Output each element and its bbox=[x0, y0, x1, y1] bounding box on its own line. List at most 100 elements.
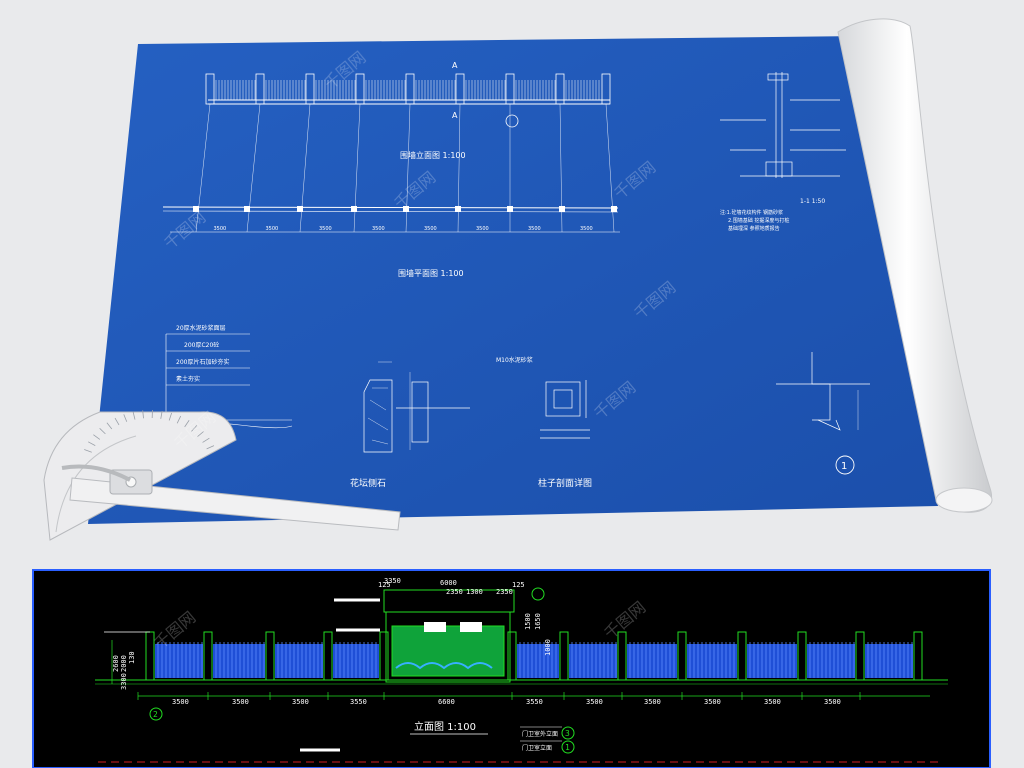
blueprint-sheet: A A 围墙立面图 1:100 3500 3500 3500 3500 3500 3500… bbox=[88, 18, 993, 524]
protractor-tick bbox=[184, 420, 190, 428]
cad-title: 立面图 1:100 bbox=[414, 720, 476, 733]
cad-dim-label: 3500 bbox=[644, 698, 661, 706]
plan-title: 围墙平面图 1:100 bbox=[398, 268, 464, 278]
height-dim: 1500 bbox=[524, 613, 532, 630]
height-dim: 2600 bbox=[112, 655, 120, 672]
cad-dim-label: 6600 bbox=[438, 698, 455, 706]
cad-fence-panel bbox=[517, 644, 559, 678]
height-dim: 3300 bbox=[120, 673, 128, 690]
cad-fence-panel bbox=[275, 644, 323, 678]
cad-post bbox=[913, 631, 923, 681]
cad-post bbox=[797, 631, 807, 681]
cad-fence-panel bbox=[865, 644, 913, 678]
protractor-tick bbox=[88, 441, 96, 446]
curb-detail bbox=[776, 352, 870, 431]
cad-circle-label: 2 bbox=[153, 710, 158, 719]
protractor-tick bbox=[99, 428, 106, 435]
column-mortar: M10水泥砂浆 bbox=[496, 356, 533, 364]
cad-top-dim: 125 bbox=[378, 581, 391, 589]
legend-item: 门卫室外立面 bbox=[522, 730, 558, 738]
section-detail bbox=[720, 72, 846, 178]
plan-post bbox=[559, 206, 565, 212]
cad-post bbox=[737, 631, 747, 681]
layer-label: 200厚C20砼 bbox=[184, 341, 219, 349]
plan-dim-label: 3500 bbox=[476, 226, 489, 232]
cad-fence-panel bbox=[687, 644, 737, 678]
note-line: 注:1.砼墙花纹构件 钢筋砂浆 bbox=[720, 209, 783, 216]
height-dim: 130 bbox=[128, 651, 136, 664]
cad-post bbox=[265, 631, 275, 681]
cad-dim-label: 3500 bbox=[172, 698, 189, 706]
protractor-tick bbox=[93, 434, 101, 440]
cad-circle-label: 1 bbox=[565, 743, 570, 752]
circle-mark: 1 bbox=[841, 461, 847, 472]
cad-top-dim: 3350 bbox=[384, 577, 401, 585]
cad-top-dim: 2350 bbox=[446, 588, 463, 596]
plan-dim-label: 3500 bbox=[319, 226, 332, 232]
plan-post bbox=[297, 206, 303, 212]
plan-dim-label: 3500 bbox=[580, 226, 593, 232]
cad-post bbox=[379, 631, 389, 681]
cad-dim-label: 3500 bbox=[704, 698, 721, 706]
protractor-tick bbox=[197, 431, 204, 437]
plan-dim-label: 3500 bbox=[528, 226, 541, 232]
cad-dim-label: 3550 bbox=[350, 698, 367, 706]
protractor-tick bbox=[132, 411, 136, 420]
cad-post bbox=[617, 631, 627, 681]
section-a-top: A bbox=[452, 61, 458, 70]
elevation-title: 围墙立面图 1:100 bbox=[400, 150, 466, 160]
plan-dim-label: 3500 bbox=[372, 226, 385, 232]
cad-fence-panel bbox=[627, 644, 677, 678]
cad-gate bbox=[383, 589, 515, 683]
protractor-tick bbox=[206, 445, 215, 450]
cad-post bbox=[855, 631, 865, 681]
protractor-tick bbox=[114, 417, 120, 426]
legend-item: 门卫室立面 bbox=[522, 744, 552, 752]
height-dim: 2000 bbox=[120, 655, 128, 672]
notes: 注:1.砼墙花纹构件 钢筋砂浆 2.围墙基础 挖掘深度与打桩 基础埋深 参照地质… bbox=[720, 209, 789, 232]
protractor-tick bbox=[191, 425, 198, 432]
protractor-tick bbox=[202, 437, 210, 443]
plan-dim-label: 3500 bbox=[424, 226, 437, 232]
cad-circle-marks bbox=[149, 587, 575, 754]
protractor-tick bbox=[84, 449, 92, 453]
layer-label: 200厚片石加砂夯实 bbox=[176, 358, 229, 366]
cad-top-dim: 1300 bbox=[466, 588, 483, 596]
cad-dim-label: 3500 bbox=[586, 698, 603, 706]
plan-dim-label: 3500 bbox=[214, 226, 227, 232]
protractor-tick bbox=[160, 410, 163, 419]
plan-post bbox=[455, 206, 461, 212]
cad-top-dim: 6000 bbox=[440, 579, 457, 587]
height-dim: 1000 bbox=[544, 639, 552, 656]
layer-label: 20厚水泥砂浆面层 bbox=[176, 324, 226, 332]
note-line: 基础埋深 参照地质报告 bbox=[728, 225, 780, 232]
cad-post bbox=[203, 631, 213, 681]
protractor-tick bbox=[142, 410, 144, 419]
protractor-tool bbox=[43, 410, 401, 541]
layer-label: 素土夯实 bbox=[176, 375, 200, 383]
protractor-tick bbox=[123, 414, 128, 422]
cad-dim-label: 3500 bbox=[824, 698, 841, 706]
column-detail bbox=[540, 380, 590, 439]
protractor-tick bbox=[176, 415, 182, 424]
note-line: 2.围墙基础 挖掘深度与打桩 bbox=[728, 217, 789, 224]
plan-post bbox=[351, 206, 357, 212]
cad-dim-label: 3500 bbox=[764, 698, 781, 706]
plan-post bbox=[611, 206, 617, 212]
flowerbed-caption: 花坛侧石 bbox=[350, 477, 386, 489]
plan-post bbox=[403, 206, 409, 212]
section-a-bottom: A bbox=[452, 111, 458, 120]
cad-post bbox=[677, 631, 687, 681]
cad-fence-panel bbox=[213, 644, 265, 678]
plan-post bbox=[244, 206, 250, 212]
cad-dim-label: 3500 bbox=[292, 698, 309, 706]
flowerbed-detail bbox=[363, 361, 470, 453]
cad-fence-panel bbox=[807, 644, 855, 678]
cad-top-dim: 125 bbox=[512, 581, 525, 589]
plan-post bbox=[193, 206, 199, 212]
protractor-tick bbox=[168, 412, 173, 421]
plan-post bbox=[507, 206, 513, 212]
cad-legend: 门卫室外立面 门卫室立面 bbox=[520, 726, 562, 752]
